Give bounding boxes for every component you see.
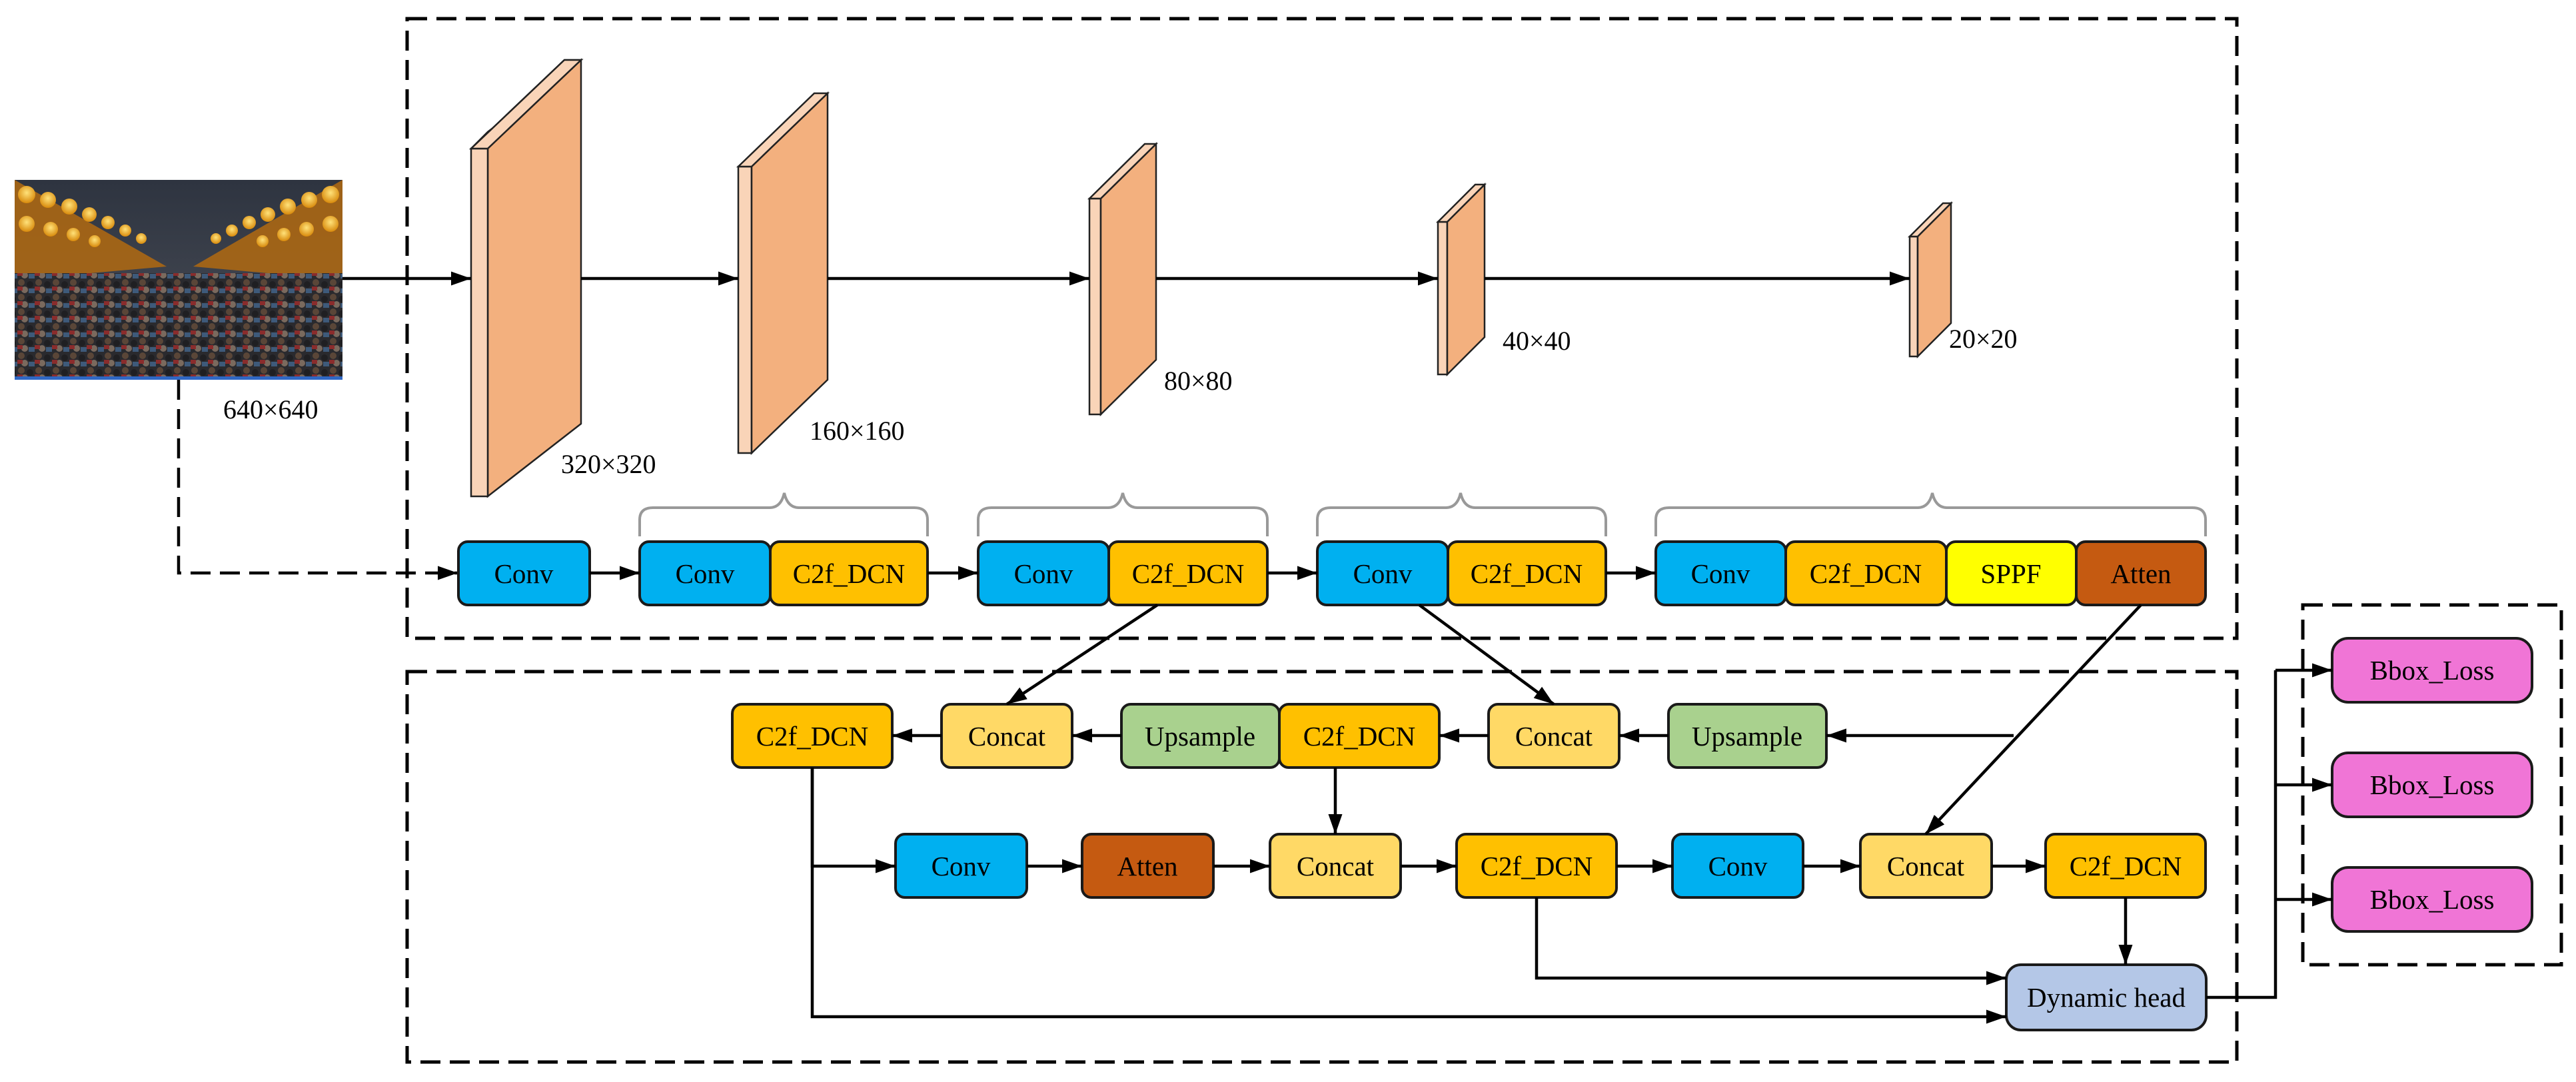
svg-text:Conv: Conv: [1353, 558, 1413, 589]
svg-text:Bbox_Loss: Bbox_Loss: [2370, 655, 2495, 686]
sppf-module[interactable]: SPPF: [1945, 540, 2078, 606]
neck-frame: [405, 670, 2239, 1064]
upsample-module[interactable]: Upsample: [1667, 703, 1828, 769]
c2f-dcn-module[interactable]: C2f_DCN: [731, 703, 894, 769]
concat-module[interactable]: Concat: [1487, 703, 1620, 769]
conv-module[interactable]: Conv: [1654, 540, 1787, 606]
conv-module[interactable]: Conv: [638, 540, 772, 606]
c2f-dcn-module[interactable]: C2f_DCN: [769, 540, 929, 606]
svg-text:C2f_DCN: C2f_DCN: [1481, 851, 1593, 881]
concat-module[interactable]: Concat: [940, 703, 1073, 769]
conv-module[interactable]: Conv: [977, 540, 1110, 606]
feature-map-40: [1435, 182, 1487, 377]
svg-text:C2f_DCN: C2f_DCN: [1132, 558, 1245, 589]
svg-text:C2f_DCN: C2f_DCN: [2070, 851, 2182, 881]
loss-modules: Bbox_Loss Bbox_Loss Bbox_Loss: [2331, 637, 2533, 933]
backbone-chain: Conv Conv C2f_DCN Conv C2f_DCN Conv C2f_…: [457, 540, 2207, 606]
feature-map-320: [468, 58, 584, 498]
input-size-label: 640×640: [223, 394, 319, 424]
dynamic-head-module[interactable]: Dynamic head: [2005, 963, 2208, 1031]
arrow-input-to-conv0: [177, 380, 458, 580]
svg-text:Upsample: Upsample: [1692, 721, 1802, 752]
concat-module[interactable]: Concat: [1269, 833, 1402, 899]
neck-modules: C2f_DCN Concat Upsample C2f_DCN Concat U…: [731, 703, 2208, 1031]
arrow-atten-to-concat-b: [1924, 604, 2142, 835]
backbone-frame: [405, 17, 2239, 640]
svg-text:Concat: Concat: [1297, 851, 1375, 881]
arrow-stage2-c2f-to-concat-left: [1005, 604, 1159, 706]
feature-map-80: [1087, 142, 1159, 416]
svg-text:Conv: Conv: [494, 558, 554, 589]
arrow-c2f-left-to-dynamic-head: [810, 768, 2006, 1024]
svg-text:Conv: Conv: [1691, 558, 1750, 589]
svg-text:Dynamic head: Dynamic head: [2027, 982, 2186, 1013]
input-image: [15, 180, 342, 380]
svg-text:Atten: Atten: [2110, 558, 2171, 589]
arrow-c2f-left-to-conv-a: [810, 768, 896, 873]
svg-text:Upsample: Upsample: [1145, 721, 1255, 752]
arrow-dynamic-head-to-losses: [2206, 670, 2277, 999]
feature-map-20-label: 20×20: [1949, 324, 2018, 354]
conv-module[interactable]: Conv: [1316, 540, 1449, 606]
svg-text:C2f_DCN: C2f_DCN: [793, 558, 906, 589]
conv-module[interactable]: Conv: [1671, 833, 1804, 899]
feature-map-160-label: 160×160: [810, 416, 905, 446]
conv-module[interactable]: Conv: [457, 540, 591, 606]
c2f-dcn-module[interactable]: C2f_DCN: [1447, 540, 1607, 606]
conv-module[interactable]: Conv: [894, 833, 1028, 899]
bbox-loss-module[interactable]: Bbox_Loss: [2331, 637, 2533, 704]
lantern-icon: [18, 186, 339, 247]
feature-map-160: [736, 91, 830, 455]
feature-map-320-label: 320×320: [561, 449, 656, 479]
svg-text:Conv: Conv: [932, 851, 991, 881]
svg-text:SPPF: SPPF: [1980, 558, 2041, 589]
bbox-loss-module[interactable]: Bbox_Loss: [2331, 866, 2533, 933]
c2f-dcn-module[interactable]: C2f_DCN: [1784, 540, 1948, 606]
svg-text:C2f_DCN: C2f_DCN: [1471, 558, 1583, 589]
svg-text:Concat: Concat: [1515, 721, 1593, 752]
brace-stage1: [638, 492, 929, 536]
brace-stage4: [1654, 492, 2207, 536]
svg-text:Conv: Conv: [1708, 851, 1768, 881]
c2f-dcn-module[interactable]: C2f_DCN: [1107, 540, 1269, 606]
brace-stage2: [977, 492, 1269, 536]
upsample-module[interactable]: Upsample: [1120, 703, 1281, 769]
svg-text:Atten: Atten: [1117, 851, 1177, 881]
c2f-dcn-module[interactable]: C2f_DCN: [2044, 833, 2207, 899]
svg-text:Concat: Concat: [1887, 851, 1965, 881]
atten-module[interactable]: Atten: [1081, 833, 1215, 899]
svg-text:Conv: Conv: [676, 558, 735, 589]
svg-text:C2f_DCN: C2f_DCN: [756, 721, 869, 752]
c2f-dcn-module[interactable]: C2f_DCN: [1455, 833, 1618, 899]
svg-text:C2f_DCN: C2f_DCN: [1303, 721, 1416, 752]
arrow-stage3-conv-to-concat-right: [1418, 604, 1555, 706]
svg-text:Bbox_Loss: Bbox_Loss: [2370, 770, 2495, 800]
feature-map-80-label: 80×80: [1164, 366, 1233, 396]
bbox-loss-module[interactable]: Bbox_Loss: [2331, 752, 2533, 818]
svg-text:Concat: Concat: [968, 721, 1046, 752]
brace-stage3: [1316, 492, 1607, 536]
atten-module[interactable]: Atten: [2075, 540, 2207, 606]
concat-module[interactable]: Concat: [1859, 833, 1993, 899]
svg-text:Bbox_Loss: Bbox_Loss: [2370, 884, 2495, 915]
feature-map-20: [1907, 201, 1954, 359]
arrow-c2f-a-to-dynamic-head: [1535, 897, 2006, 985]
svg-text:Conv: Conv: [1014, 558, 1073, 589]
feature-map-40-label: 40×40: [1503, 326, 1571, 356]
svg-text:C2f_DCN: C2f_DCN: [1810, 558, 1922, 589]
c2f-dcn-module[interactable]: C2f_DCN: [1278, 703, 1441, 769]
